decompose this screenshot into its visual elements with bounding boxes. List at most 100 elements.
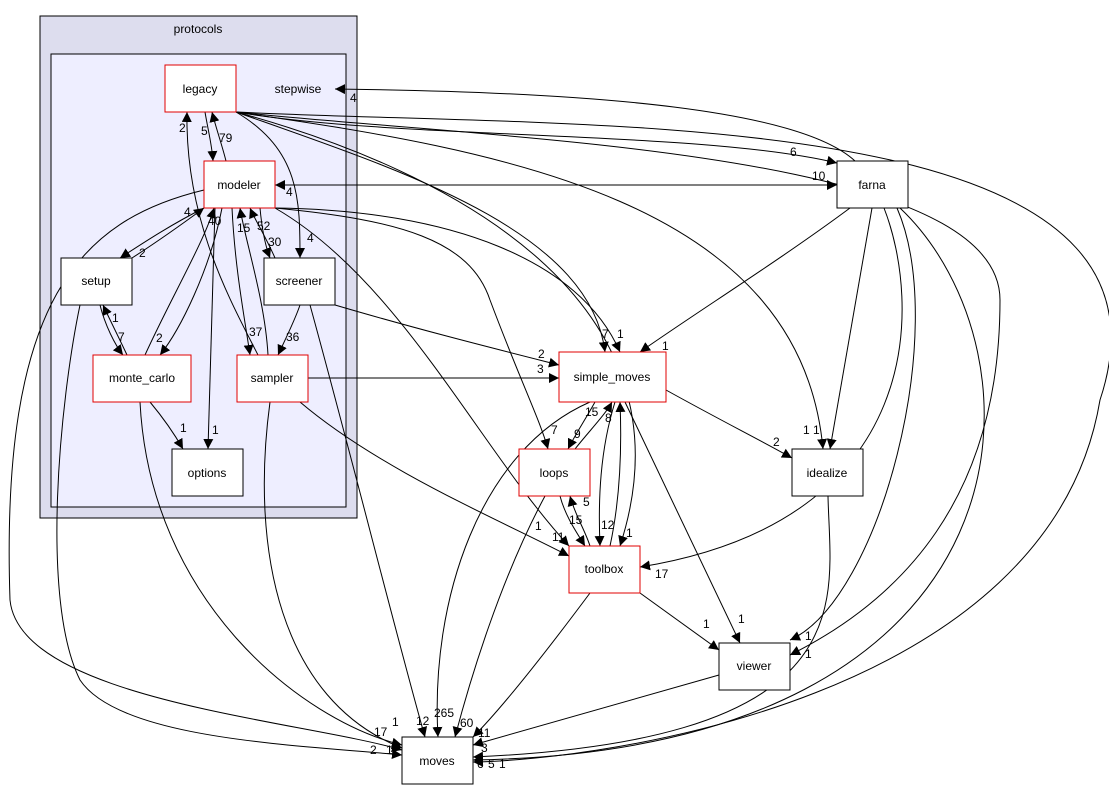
edge-count-label[interactable]: 3	[481, 741, 488, 755]
node-setup[interactable]: setup	[60, 257, 133, 306]
edge-count-label[interactable]: 1	[180, 421, 187, 435]
node-toolbox-label: toolbox	[585, 562, 624, 576]
node-screener[interactable]: screener	[263, 257, 336, 306]
edge-line	[574, 401, 613, 450]
edge-screener-to-simple_moves: 2	[334, 304, 560, 368]
edge-count-label[interactable]: 8	[605, 411, 612, 425]
edge-count-label[interactable]: 11	[478, 726, 491, 740]
edge-count-label[interactable]: 2	[773, 435, 780, 449]
edge-count-label[interactable]: 5	[201, 124, 208, 138]
edge-count-label[interactable]: 1	[212, 423, 219, 437]
edge-count-label[interactable]: 1	[803, 423, 810, 437]
edge-count-label[interactable]: 4	[350, 91, 357, 105]
edge-count-label[interactable]: 15	[237, 221, 251, 235]
edge-legacy-to-toolbox: 1	[235, 111, 636, 547]
edge-count-label[interactable]: 2	[370, 743, 377, 757]
node-loops-label: loops	[540, 466, 569, 480]
edge-count-label[interactable]: 12	[416, 714, 430, 728]
edge-count-label[interactable]: 5	[583, 495, 590, 509]
edge-count-label[interactable]: 1	[805, 647, 812, 661]
edge-count-label[interactable]: 1	[617, 327, 624, 341]
edge-count-label[interactable]: 17	[374, 725, 388, 739]
edge-count-label[interactable]: 1	[386, 743, 393, 757]
edge-count-label[interactable]: 60	[460, 716, 474, 730]
edge-line	[203, 207, 216, 450]
edge-farna-to-viewer: 1	[789, 207, 916, 643]
edge-line	[334, 304, 560, 368]
edge-count-label[interactable]: 2	[538, 347, 545, 361]
edge-monte_carlo-to-options: 1	[149, 401, 187, 450]
edge-line	[639, 207, 903, 571]
edge-line	[472, 674, 720, 748]
edge-count-label[interactable]: 79	[219, 131, 233, 145]
edge-count-label[interactable]: 3	[537, 362, 544, 376]
node-idealize[interactable]: idealize	[791, 448, 864, 497]
node-monte_carlo[interactable]: monte_carlo	[92, 354, 192, 403]
edge-line	[159, 207, 223, 356]
node-farna-label: farna	[858, 178, 886, 192]
node-options[interactable]: options	[171, 448, 244, 497]
edge-count-label[interactable]: 37	[249, 325, 263, 339]
edge-count-label[interactable]: 1	[112, 311, 119, 325]
edge-line	[334, 84, 856, 162]
node-legacy[interactable]: legacy	[164, 64, 237, 113]
edge-count-label[interactable]: 7	[551, 423, 558, 437]
edge-count-label[interactable]: 1	[535, 519, 542, 533]
edge-count-label[interactable]: 9	[574, 427, 581, 441]
edge-count-label[interactable]: 6	[477, 757, 484, 771]
edge-line	[639, 592, 720, 651]
node-toolbox[interactable]: toolbox	[568, 545, 641, 594]
edge-count-label[interactable]: 1	[499, 757, 506, 771]
edge-count-label[interactable]: 1	[805, 629, 812, 643]
edge-count-label[interactable]: 30	[268, 235, 282, 249]
node-stepwise-label: stepwise	[275, 82, 322, 96]
edge-count-label[interactable]: 4	[286, 185, 293, 199]
node-stepwise[interactable]: stepwise	[275, 82, 322, 96]
edge-modeler-to-monte_carlo: 2	[156, 207, 223, 356]
edge-count-label[interactable]: 17	[655, 567, 669, 581]
edge-count-label[interactable]: 7	[118, 330, 125, 344]
node-moves[interactable]: moves	[401, 736, 474, 785]
node-farna[interactable]: farna	[836, 160, 909, 209]
edge-count-label[interactable]: 2	[179, 121, 186, 135]
edge-line	[56, 304, 403, 760]
edge-count-label[interactable]: 6	[790, 145, 797, 159]
edge-count-label[interactable]: 12	[601, 518, 615, 532]
edge-line	[309, 304, 428, 738]
edge-count-label[interactable]: 1	[738, 612, 745, 626]
edge-count-label[interactable]: 36	[286, 330, 300, 344]
edge-legacy-to-viewer: 1	[235, 111, 1001, 661]
edge-count-label[interactable]: 15	[585, 405, 599, 419]
node-viewer[interactable]: viewer	[718, 642, 791, 691]
node-sampler[interactable]: sampler	[236, 354, 309, 403]
edge-line	[102, 304, 128, 356]
edge-count-label[interactable]: 1	[626, 526, 633, 540]
edge-count-label[interactable]: 4	[307, 231, 314, 245]
edge-count-label[interactable]: 5	[488, 757, 495, 771]
edge-count-label[interactable]: 2	[139, 246, 146, 260]
edge-count-label[interactable]: 15	[569, 513, 583, 527]
node-modeler-label: modeler	[217, 178, 260, 192]
node-loops[interactable]: loops	[518, 448, 591, 497]
edge-count-label[interactable]: 1	[392, 715, 399, 729]
edge-count-label[interactable]: 1	[703, 617, 710, 631]
edge-count-label[interactable]: 7	[602, 327, 609, 341]
edge-line	[274, 207, 570, 547]
edge-line	[826, 207, 873, 450]
node-modeler[interactable]: modeler	[203, 160, 276, 209]
node-sampler-label: sampler	[251, 371, 294, 385]
edge-count-label[interactable]: 1	[662, 339, 669, 353]
edge-modeler-to-options: 1	[203, 207, 219, 450]
edge-farna-to-toolbox: 17	[639, 207, 903, 581]
node-simple_moves[interactable]: simple_moves	[558, 351, 667, 403]
edge-count-label[interactable]: 4	[184, 205, 191, 219]
edge-count-label[interactable]: 1	[813, 423, 820, 437]
edge-count-label[interactable]: 265	[434, 706, 454, 720]
edge-toolbox-to-simple_moves: 8	[605, 401, 626, 547]
edge-count-label[interactable]: 2	[156, 331, 163, 345]
edge-sampler-to-simple_moves: 3	[308, 362, 559, 383]
edge-line	[432, 401, 591, 738]
edge-count-label[interactable]: 52	[257, 219, 271, 233]
edge-count-label[interactable]: 11	[552, 530, 565, 544]
